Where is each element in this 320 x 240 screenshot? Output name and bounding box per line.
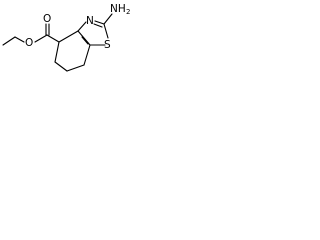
bond-c2-nh2: [103, 13, 113, 25]
bond-c6-c5: [54, 61, 68, 72]
bond-ch2-oester: [14, 36, 25, 43]
bond-c3a-c7a: [77, 30, 91, 46]
atom-label-ring-n: N: [86, 15, 94, 27]
molecule-structure-diagram: O O N S NH 2: [2, 3, 130, 72]
bond-ccarbonyl-c4: [46, 34, 60, 43]
bond-n3-c2-a: [94, 20, 105, 25]
atom-label-carbonyl-o: O: [43, 13, 51, 25]
bond-ch3-ch2: [2, 36, 16, 46]
atom-label-amine-nh: NH: [110, 3, 126, 15]
bond-c7a-c7a-inner: [81, 36, 89, 45]
atom-label-ring-s: S: [104, 39, 111, 51]
bond-c5-c4: [54, 41, 60, 63]
bond-c7a-c7: [83, 44, 91, 66]
bond-n3-c2-b: [93, 23, 103, 28]
atom-label-ester-o: O: [25, 37, 33, 49]
bond-c2-s1: [103, 23, 109, 39]
bond-c3a-n3: [77, 21, 87, 32]
bond-c7-c6: [66, 64, 85, 72]
bond-oester-ccarbonyl: [34, 34, 48, 43]
atom-label-amine-h-count: 2: [126, 8, 130, 16]
bond-c4-c3a: [58, 30, 79, 43]
